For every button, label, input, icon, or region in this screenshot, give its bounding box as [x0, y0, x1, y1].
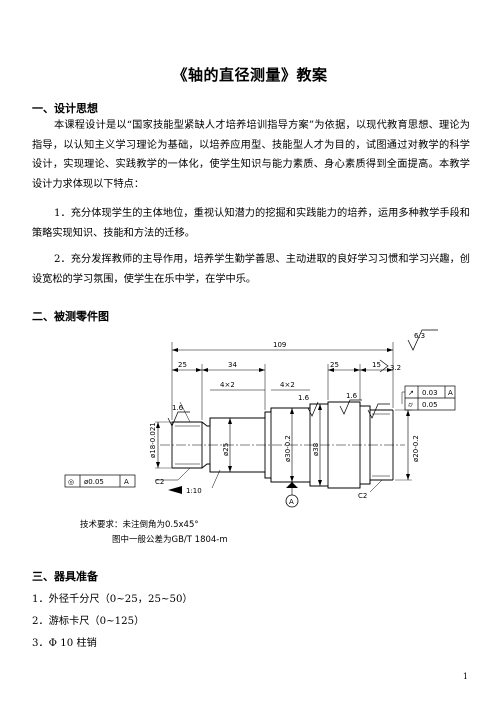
tool-item-3: 3．Φ 10 柱销	[32, 638, 97, 649]
dia-38: ø38	[312, 443, 320, 456]
dia-right: ø20-0.2	[412, 435, 420, 462]
design-point-2: 2．充分发挥教师的主导作用，培养学生勤学善思、主动进取的良好学习习惯和学习兴趣，…	[32, 254, 470, 285]
gdt-frame-left	[64, 474, 136, 488]
gdt-cylindricity-icon: ⌭	[408, 401, 413, 409]
chamfer-right: C2	[358, 492, 367, 500]
shaft-outline-bottom	[172, 463, 393, 489]
dim-25a: 25	[178, 361, 187, 369]
section-heading-tools: 三、器具准备	[32, 570, 98, 583]
roughness-16c: 1.6	[346, 392, 358, 400]
page-title: 《轴的直径测量》教案	[172, 66, 328, 84]
tool-item-2: 2．游标卡尺（0~125）	[32, 616, 145, 627]
datum-a-triangle	[286, 482, 298, 488]
page-number: 1	[462, 672, 468, 681]
gdt-runout-icon: ↗	[408, 389, 414, 397]
roughness-32-symbol	[379, 359, 389, 373]
dia-left: ø18-0.021	[149, 422, 157, 458]
gdt-runout-ref: A	[448, 389, 453, 397]
groove-b: 4×2	[280, 381, 295, 389]
section-heading-drawing: 二、被测零件图	[32, 310, 109, 323]
roughness-mid-symbol	[307, 401, 319, 417]
chamfer-left: C2	[155, 478, 164, 486]
dim-34: 34	[228, 361, 237, 369]
gdt-left-value: ø0.05	[84, 478, 104, 486]
tool-item-1: 1．外径千分尺（0~25，25~50）	[32, 594, 193, 605]
dim-15: 15	[372, 361, 381, 369]
roughness-16a: 1.6	[172, 404, 184, 412]
shaft-drawing: 109 25 34 25 15 4×2 4×2 6.3 3.2 1.6 1.6 …	[64, 329, 456, 545]
gdt-cylindricity-value: 0.05	[422, 401, 438, 409]
dim-109: 109	[273, 341, 286, 349]
roughness-global-symbol	[407, 329, 438, 351]
gdt-left-ref: A	[124, 478, 129, 486]
groove-a: 4×2	[220, 381, 235, 389]
roughness-16b: 1.6	[298, 394, 310, 402]
gdt-runout-value: 0.03	[422, 389, 438, 397]
datum-label: A	[289, 498, 294, 506]
section-heading-design: 一、设计思想	[32, 102, 98, 115]
dia-30: ø30-0.2	[284, 435, 292, 462]
taper-symbol	[168, 486, 182, 494]
gdt-left-symbol-icon: ◎	[68, 478, 74, 486]
datum-a-circle	[285, 494, 299, 508]
dim-25b: 25	[330, 361, 339, 369]
design-paragraph: 本课程设计是以“国家技能型紧缺人才培养培训指导方案”为依据，以现代教育思想、理论…	[32, 120, 470, 190]
taper-ratio: 1:10	[186, 487, 202, 495]
dia-25: ø25	[222, 443, 230, 456]
roughness-32: 3.2	[390, 364, 401, 372]
technical-note-2: 图中一般公差为GB/T 1804-m	[112, 534, 228, 545]
technical-note-1: 技术要求：未注倒角为0.5x45°	[80, 519, 199, 530]
roughness-global: 6.3	[414, 332, 425, 340]
roughness-left-symbol	[167, 411, 190, 427]
design-point-1: 1．充分体现学生的主体地位，重视认知潜力的挖掘和实践能力的培养，运用多种教学手段…	[32, 208, 470, 239]
roughness-step-symbol	[367, 403, 390, 419]
roughness-right-symbol	[339, 399, 362, 415]
shaft-outline-top	[172, 401, 393, 427]
